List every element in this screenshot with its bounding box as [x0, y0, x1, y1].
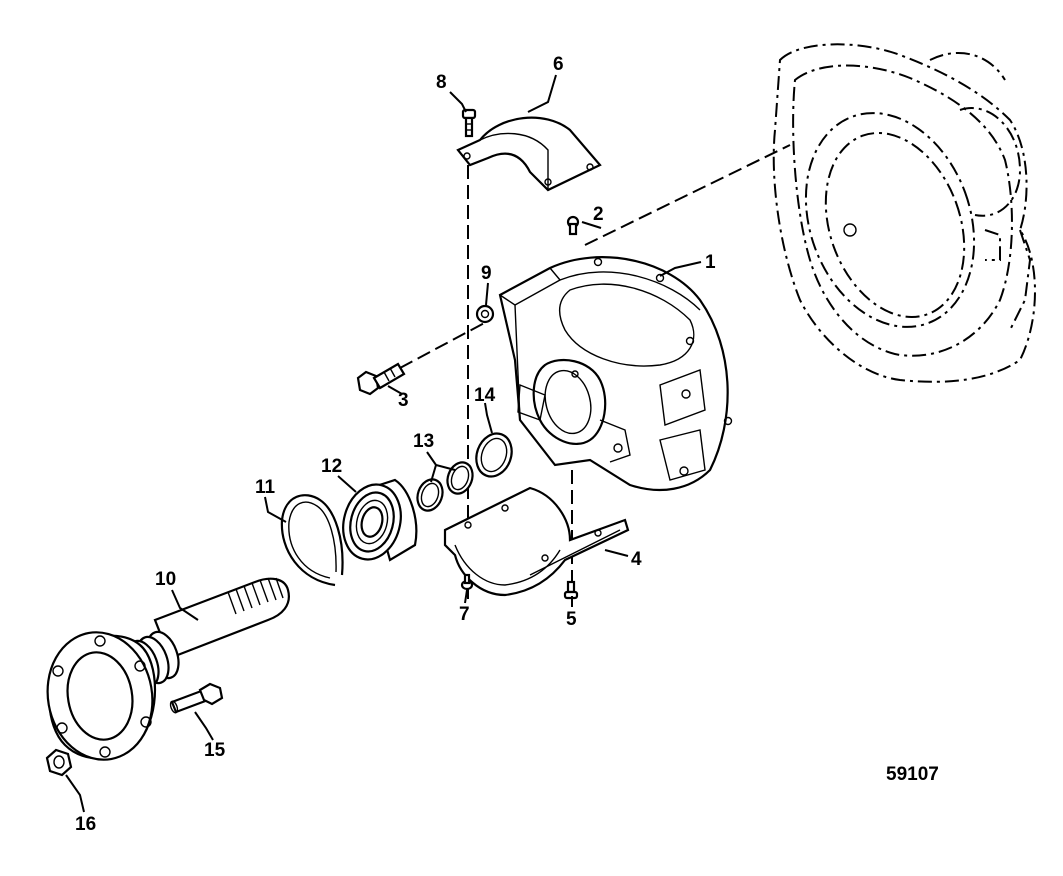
washer-part	[475, 304, 495, 324]
callout-12: 12	[321, 456, 342, 477]
callout-4: 4	[631, 549, 642, 570]
shaft-splines	[227, 577, 284, 615]
upper-strap-part	[456, 116, 602, 192]
figure-number: 59107	[886, 764, 939, 785]
engine-housing-phantom	[772, 43, 1036, 383]
callout-11: 11	[255, 477, 276, 498]
leader-lines	[65, 74, 702, 813]
callout-5: 5	[566, 609, 577, 630]
bearing-part	[342, 478, 418, 562]
bolt-15-part	[169, 682, 224, 714]
callout-13: 13	[413, 431, 434, 452]
fitting-part	[566, 215, 580, 236]
screw-5-part	[563, 580, 579, 600]
housing-part	[498, 256, 733, 492]
shaft-part	[46, 577, 290, 761]
callout-10: 10	[155, 569, 176, 590]
callout-16: 16	[75, 814, 96, 835]
callout-6: 6	[553, 54, 564, 75]
callout-14: 14	[474, 385, 496, 406]
screw-7-part	[460, 573, 474, 591]
lower-strap-part	[443, 486, 630, 597]
callout-8: 8	[436, 72, 447, 93]
snap-ring-part	[280, 494, 344, 587]
callout-15: 15	[204, 740, 226, 761]
callout-7: 7	[459, 604, 470, 625]
nut-part	[45, 748, 73, 777]
callout-9: 9	[481, 263, 492, 284]
callout-1: 1	[705, 252, 716, 273]
callout-3: 3	[398, 390, 409, 411]
callout-2: 2	[593, 204, 604, 225]
screw-8-part	[461, 108, 477, 138]
bolt-3-part	[356, 362, 406, 396]
callout-labels: 1 2 3 4 5 6 7 8 9 10 11 12 13 14 15 16	[75, 54, 716, 835]
ring-14-part	[475, 432, 513, 478]
